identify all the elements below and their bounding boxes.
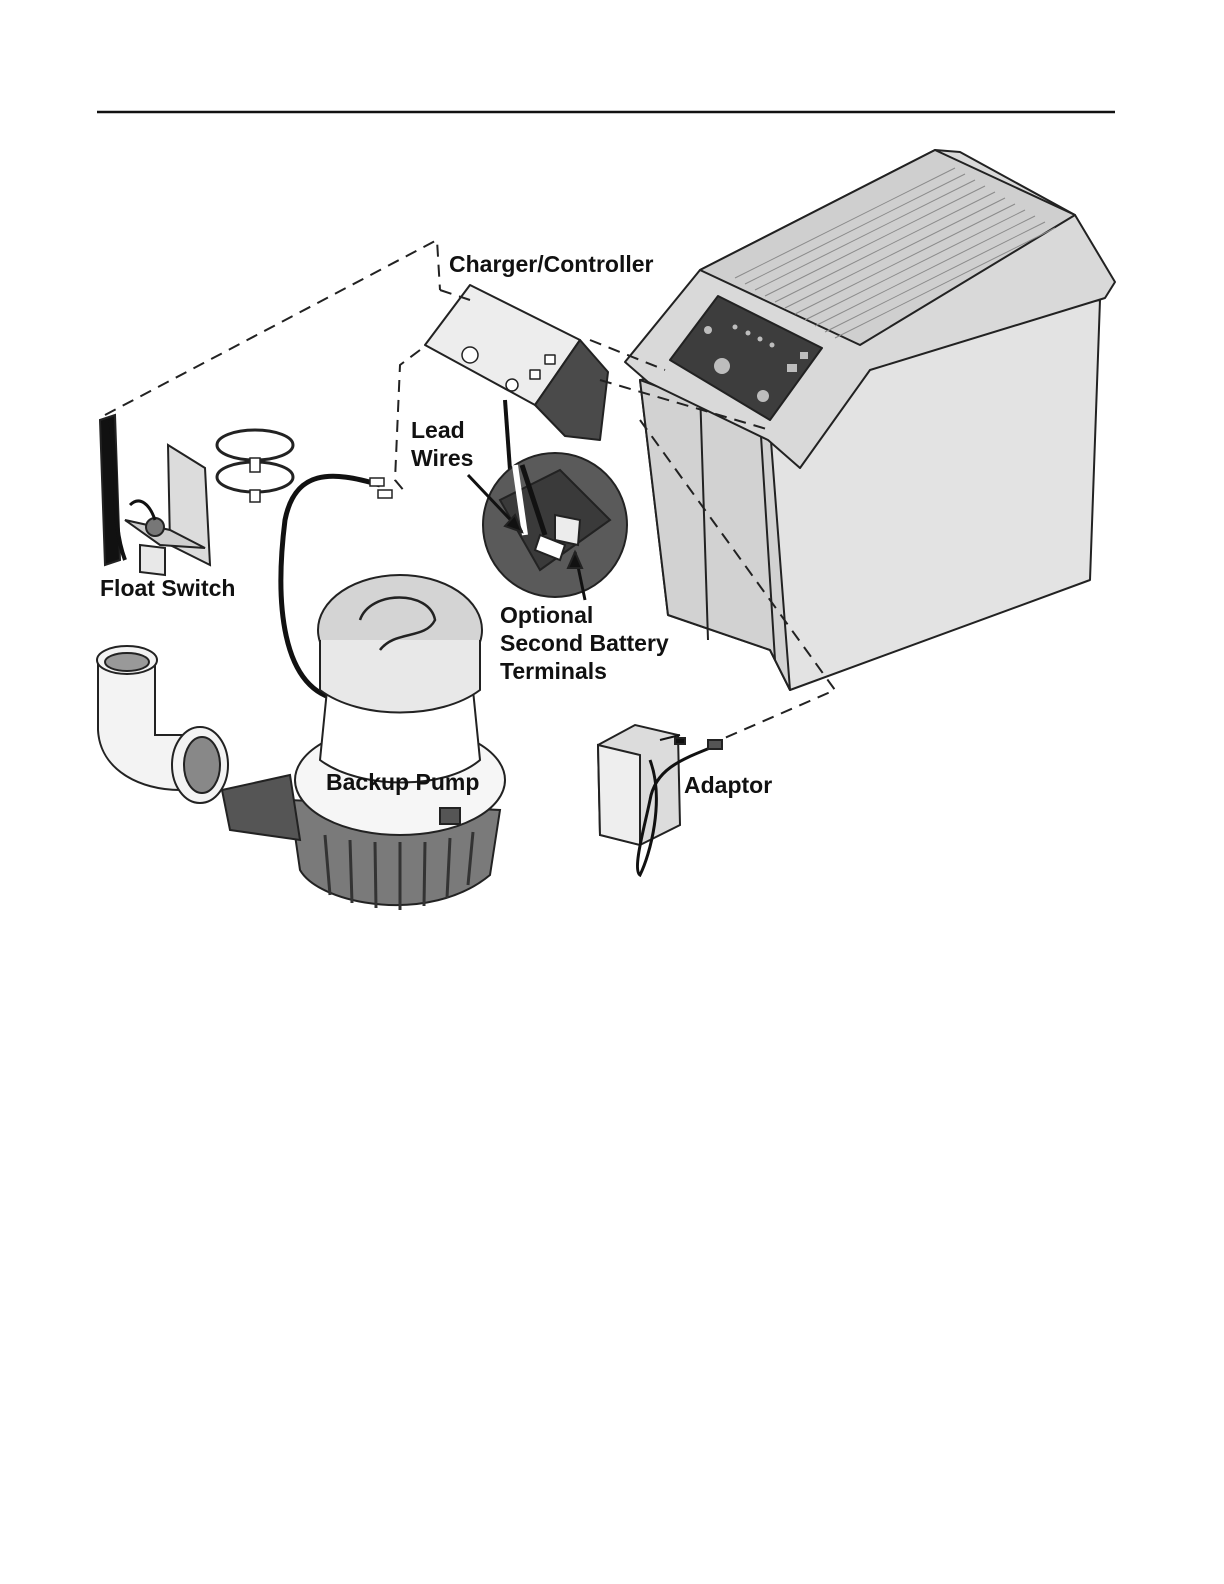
label-lead-wires-line-2: Wires bbox=[411, 444, 473, 472]
label-charger-controller-text: Charger/Controller bbox=[449, 250, 653, 278]
label-optional-terminals-line-1: Optional bbox=[500, 601, 669, 629]
label-adaptor: Adaptor bbox=[684, 771, 772, 799]
label-lead-wires: Lead Wires bbox=[411, 416, 473, 472]
label-charger-controller: Charger/Controller bbox=[449, 250, 653, 278]
float-switch bbox=[100, 415, 210, 575]
label-optional-terminals-line-2: Second Battery bbox=[500, 629, 669, 657]
label-backup-pump-text: Backup Pump bbox=[326, 768, 479, 796]
pvc-elbow bbox=[97, 646, 228, 803]
battery-box bbox=[625, 150, 1115, 690]
terminal-closeup bbox=[468, 453, 627, 600]
label-float-switch-text: Float Switch bbox=[100, 574, 235, 602]
backup-pump bbox=[222, 575, 505, 910]
label-float-switch: Float Switch bbox=[100, 574, 235, 602]
label-optional-terminals: Optional Second Battery Terminals bbox=[500, 601, 669, 685]
power-adaptor bbox=[598, 725, 722, 875]
label-optional-terminals-line-3: Terminals bbox=[500, 657, 669, 685]
label-adaptor-text: Adaptor bbox=[684, 771, 772, 799]
lead-wire-controller bbox=[505, 400, 510, 470]
label-lead-wires-line-1: Lead bbox=[411, 416, 473, 444]
hose-clamps bbox=[217, 430, 293, 502]
wire-terminals bbox=[370, 478, 392, 498]
label-backup-pump: Backup Pump bbox=[326, 768, 479, 796]
